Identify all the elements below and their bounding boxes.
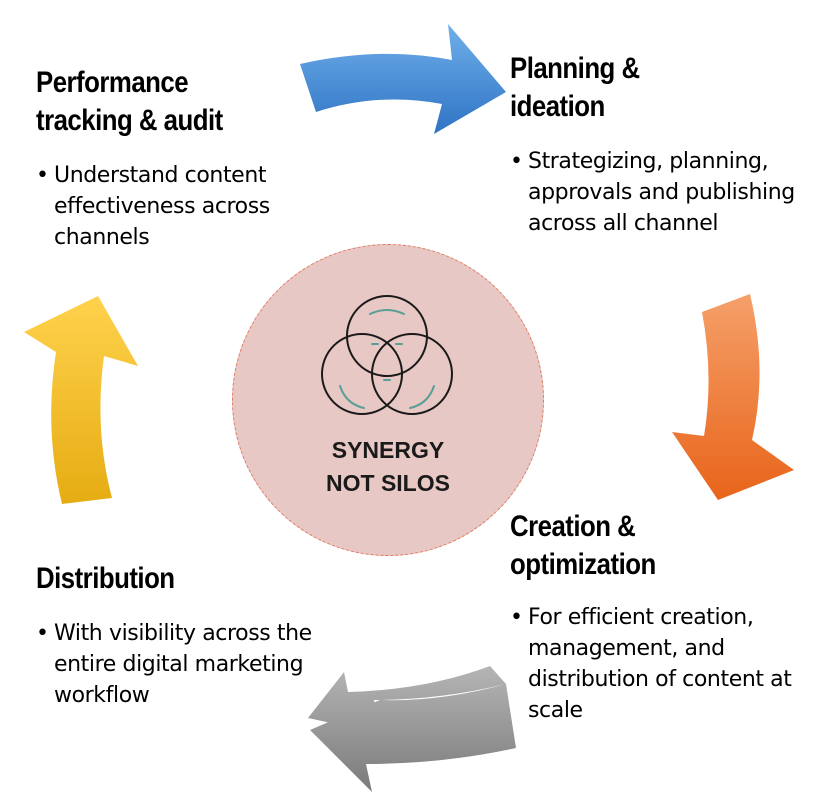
bullet-item: For efficient creation, management, and … <box>510 602 810 726</box>
center-label: SYNERGY NOT SILOS <box>326 437 450 496</box>
stage-planning-ideation: Planning & ideation Strategizing, planni… <box>510 50 810 239</box>
stage-bullets: Understand content effectiveness across … <box>36 160 326 253</box>
stage-title: Planning & ideation <box>510 52 640 123</box>
venn-diagram-icon <box>321 295 453 415</box>
arrow-yellow <box>24 296 138 504</box>
stage-creation-optimization: Creation & optimization For efficient cr… <box>510 508 810 726</box>
bullet-item: Understand content effectiveness across … <box>36 160 326 253</box>
stage-title: Distribution <box>36 562 175 595</box>
arrow-blue <box>300 24 506 134</box>
stage-title: Creation & optimization <box>510 510 656 581</box>
stage-bullets: For efficient creation, management, and … <box>510 602 810 726</box>
bullet-item: With visibility across the entire digita… <box>36 618 326 711</box>
stage-performance-tracking: Performance tracking & audit Understand … <box>36 64 326 253</box>
bullet-item: Strategizing, planning, approvals and pu… <box>510 146 810 239</box>
arrow-gray <box>308 666 516 792</box>
stage-distribution: Distribution With visibility across the … <box>36 560 326 711</box>
stage-bullets: With visibility across the entire digita… <box>36 618 326 711</box>
stage-bullets: Strategizing, planning, approvals and pu… <box>510 146 810 239</box>
stage-title: Performance tracking & audit <box>36 66 223 137</box>
arrow-orange <box>672 294 794 500</box>
